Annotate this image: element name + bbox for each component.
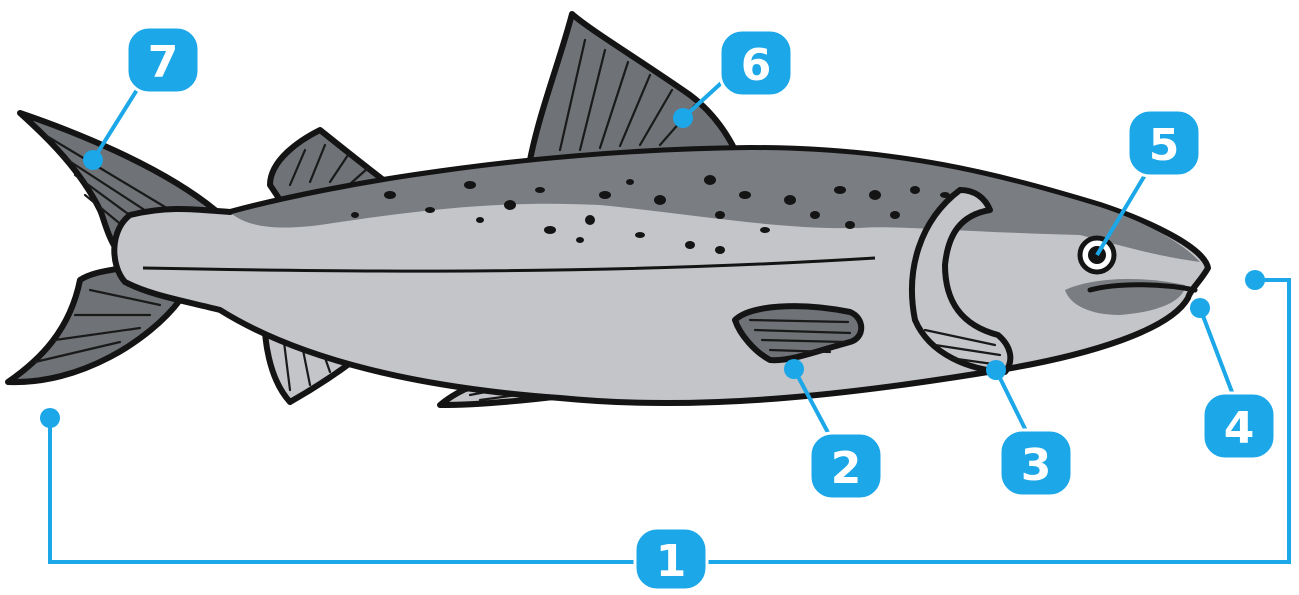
callout-label-3: 3: [1021, 440, 1052, 491]
callout-label-1: 1: [656, 536, 687, 587]
callout-badge-1: 1: [635, 528, 707, 590]
callout-label-7: 7: [148, 37, 179, 88]
callout-badge-5: 5: [1128, 110, 1200, 176]
callout-badge-3: 3: [1000, 430, 1072, 496]
dorsal-fin: [530, 14, 735, 165]
callout-badge-4: 4: [1203, 393, 1275, 459]
callout-badge-7: 7: [127, 27, 199, 93]
callout-label-2: 2: [831, 443, 862, 494]
callout-badge-2: 2: [810, 433, 882, 499]
callout-label-5: 5: [1149, 120, 1180, 171]
callout-label-6: 6: [741, 40, 772, 91]
callout-badge-6: 6: [720, 30, 792, 96]
callout-label-4: 4: [1224, 403, 1255, 454]
